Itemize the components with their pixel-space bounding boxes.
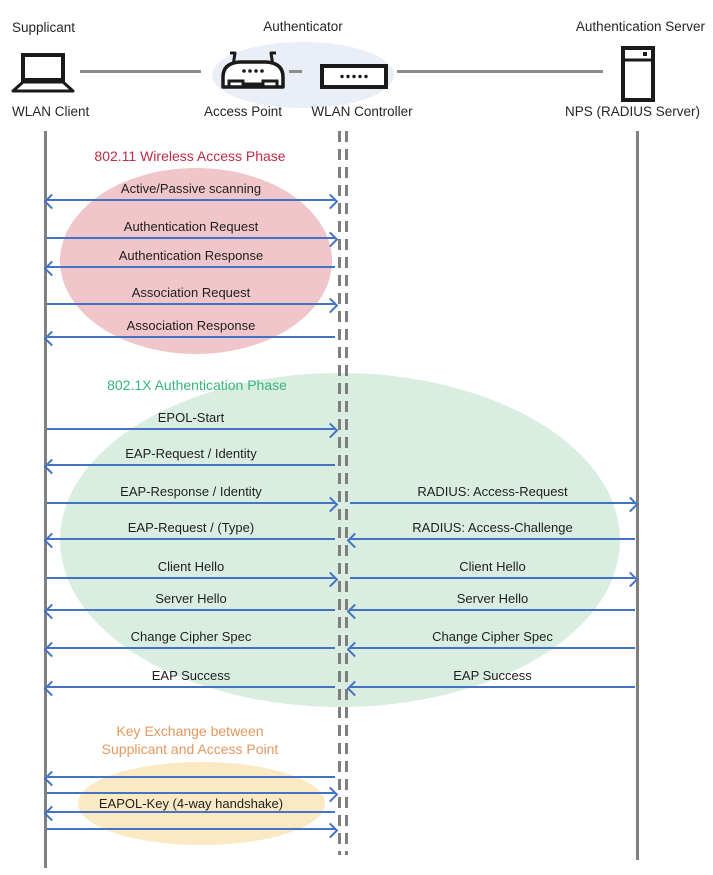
message-label: EAP-Request / (Type)	[127, 520, 255, 535]
arrow-shaft	[47, 336, 335, 339]
arrowhead-right-icon	[322, 822, 339, 838]
message-label: Server Hello	[456, 591, 529, 606]
message-arrow	[43, 770, 336, 786]
message-label: Server Hello	[155, 591, 227, 606]
arrow-shaft	[350, 502, 635, 505]
message-arrow	[46, 496, 339, 512]
phase-title-3: Key Exchange between Supplicant and Acce…	[101, 723, 279, 757]
arrow-shaft	[47, 609, 335, 612]
message-label: Client Hello	[157, 559, 225, 574]
laptop-icon	[11, 53, 75, 93]
message-arrow	[43, 260, 336, 276]
arrow-shaft	[47, 776, 335, 779]
arrow-shaft	[47, 266, 335, 269]
message-label: EAP Success	[453, 668, 532, 683]
message-arrow	[46, 822, 339, 838]
arrow-shaft	[47, 464, 335, 467]
message-arrow	[43, 193, 339, 209]
arrow-shaft	[47, 686, 335, 689]
message-label: Active/Passive scanning	[120, 181, 262, 196]
lifeline-supplicant	[44, 131, 47, 868]
arrow-shaft	[350, 577, 635, 580]
message-label: EAP-Response / Identity	[120, 484, 262, 499]
arrow-shaft	[350, 609, 635, 612]
arrow-shaft	[47, 828, 335, 831]
message-arrow	[346, 532, 636, 548]
message-arrow	[43, 680, 336, 696]
message-label: Change Cipher Spec	[432, 629, 553, 644]
message-arrow	[43, 805, 336, 821]
message-label: Change Cipher Spec	[130, 629, 252, 644]
phase-title-2: 802.1X Authentication Phase	[107, 377, 287, 393]
message-arrow	[43, 330, 336, 346]
connector-client-ap	[80, 70, 201, 73]
server-icon	[621, 46, 655, 102]
arrow-shaft	[47, 502, 335, 505]
message-label: EPOL-Start	[157, 410, 225, 425]
message-label: Authentication Request	[123, 219, 259, 234]
arrow-shaft	[350, 538, 635, 541]
connector-controller-server	[397, 70, 603, 73]
device-label-access-point: Access Point	[203, 104, 283, 119]
arrow-shaft	[47, 647, 335, 650]
lifeline-auth-server	[636, 131, 639, 860]
message-label: Authentication Response	[118, 248, 264, 263]
wlan-controller-icon	[320, 64, 388, 89]
role-label-authentication-server: Authentication Server	[575, 19, 705, 34]
lifeline-access-point	[338, 131, 341, 855]
message-arrow	[346, 641, 636, 657]
message-label: Association Request	[131, 285, 251, 300]
arrow-shaft	[47, 428, 335, 431]
message-arrow	[349, 496, 639, 512]
phase-title-1: 802.11 Wireless Access Phase	[94, 148, 286, 164]
device-label-nps-server: NPS (RADIUS Server)	[564, 104, 700, 119]
arrow-shaft	[47, 792, 335, 795]
message-arrow	[346, 603, 636, 619]
arrow-shaft	[47, 538, 335, 541]
arrow-shaft	[350, 647, 635, 650]
message-arrow	[46, 422, 339, 438]
arrowhead-right-icon	[322, 297, 339, 313]
message-label: Association Response	[126, 318, 256, 333]
lifeline-wlan-controller	[345, 131, 348, 855]
message-label: EAP-Request / Identity	[125, 446, 257, 461]
device-label-wlan-client: WLAN Client	[12, 104, 90, 119]
phase-ellipse-3	[78, 762, 325, 845]
message-label: Client Hello	[459, 559, 526, 574]
device-label-wlan-controller: WLAN Controller	[311, 104, 413, 119]
connector-ap-controller	[289, 70, 302, 73]
message-label: RADIUS: Access-Challenge	[412, 520, 573, 535]
arrow-shaft	[47, 199, 335, 202]
arrow-shaft	[47, 811, 335, 814]
message-arrow	[43, 603, 336, 619]
role-label-supplicant: Supplicant	[12, 20, 76, 35]
message-label: EAPOL-Key (4-way handshake)	[98, 796, 284, 811]
message-arrow	[46, 231, 339, 247]
arrow-shaft	[47, 237, 335, 240]
role-label-authenticator: Authenticator	[263, 19, 343, 34]
arrowhead-right-icon	[322, 193, 339, 209]
arrow-shaft	[47, 303, 335, 306]
message-label: EAP Success	[151, 668, 231, 683]
message-arrow	[43, 458, 336, 474]
arrow-shaft	[350, 686, 635, 689]
arrow-shaft	[47, 577, 335, 580]
message-arrow	[43, 532, 336, 548]
message-arrow	[46, 297, 339, 313]
message-arrow	[346, 680, 636, 696]
message-arrow	[349, 571, 639, 587]
wireless-access-point-icon	[221, 51, 285, 89]
message-arrow	[46, 571, 339, 587]
message-arrow	[43, 641, 336, 657]
message-arrow	[46, 786, 339, 802]
message-label: RADIUS: Access-Request	[417, 484, 568, 499]
